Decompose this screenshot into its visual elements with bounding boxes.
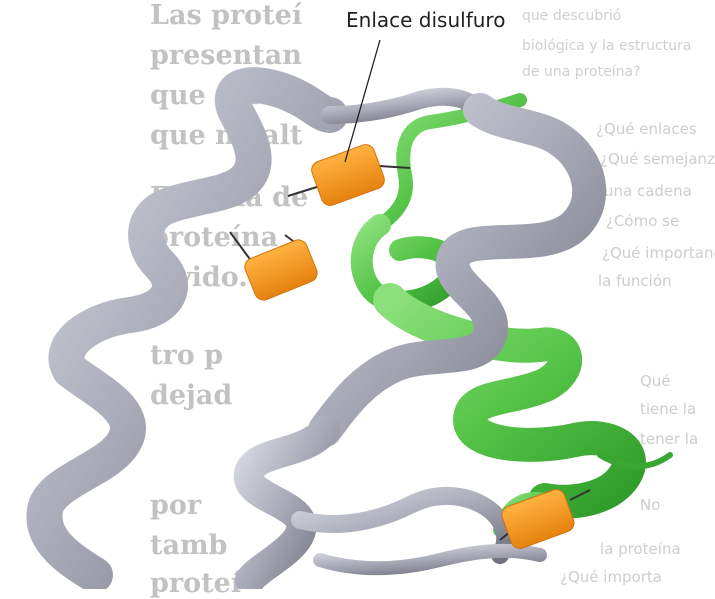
disulfide-bond-middle [242,237,320,303]
disulfide-bond-label: Enlace disulfuro [346,8,505,32]
bridge-line [288,186,320,196]
disulfide-bond-lower [499,487,576,551]
label-leader-line [345,40,380,162]
green-chain [362,100,670,530]
bridge-line [230,232,252,262]
